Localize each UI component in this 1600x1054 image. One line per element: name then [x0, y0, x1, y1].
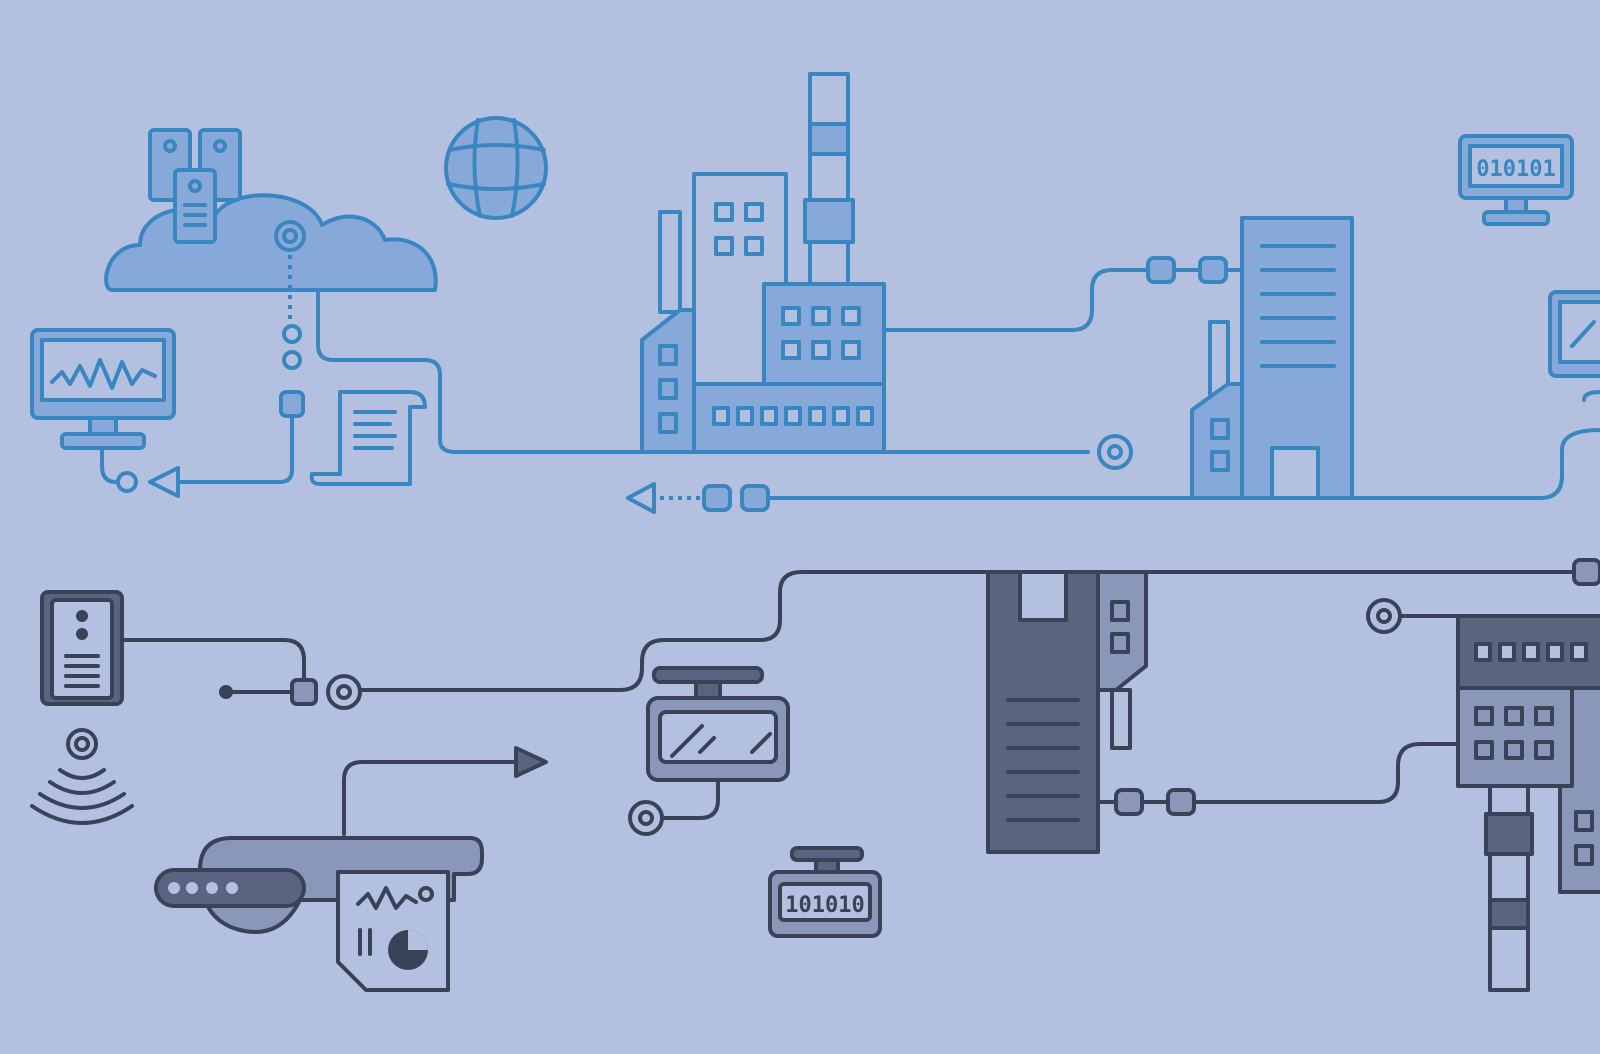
dark-bus-top	[346, 560, 1600, 690]
globe-icon	[446, 118, 546, 218]
wifi-signal-icon	[32, 730, 132, 823]
inverted-factory-icon	[1368, 600, 1600, 990]
cloud-icon	[106, 195, 436, 290]
binary-monitor-label: 010101	[1476, 157, 1555, 182]
binary-device-label: 101010	[785, 893, 864, 918]
binary-monitor-icon: 010101	[1460, 136, 1572, 224]
sensor-connector-icon	[219, 676, 360, 708]
binary-device-icon: 101010	[770, 848, 880, 936]
report-document-icon	[338, 872, 448, 990]
factory-icon	[642, 74, 884, 452]
document-scroll-icon	[312, 392, 425, 484]
monitor-waveform-icon	[32, 330, 174, 491]
edge-monitor-icon	[1550, 292, 1600, 400]
bus-endpoint-icon	[1099, 436, 1131, 468]
factory-tower-link	[884, 258, 1240, 330]
camera-device-icon	[630, 668, 788, 834]
wall-sensor-icon	[42, 592, 304, 704]
dark-tower-link	[1098, 744, 1470, 814]
cloud-node-icon	[276, 222, 304, 250]
